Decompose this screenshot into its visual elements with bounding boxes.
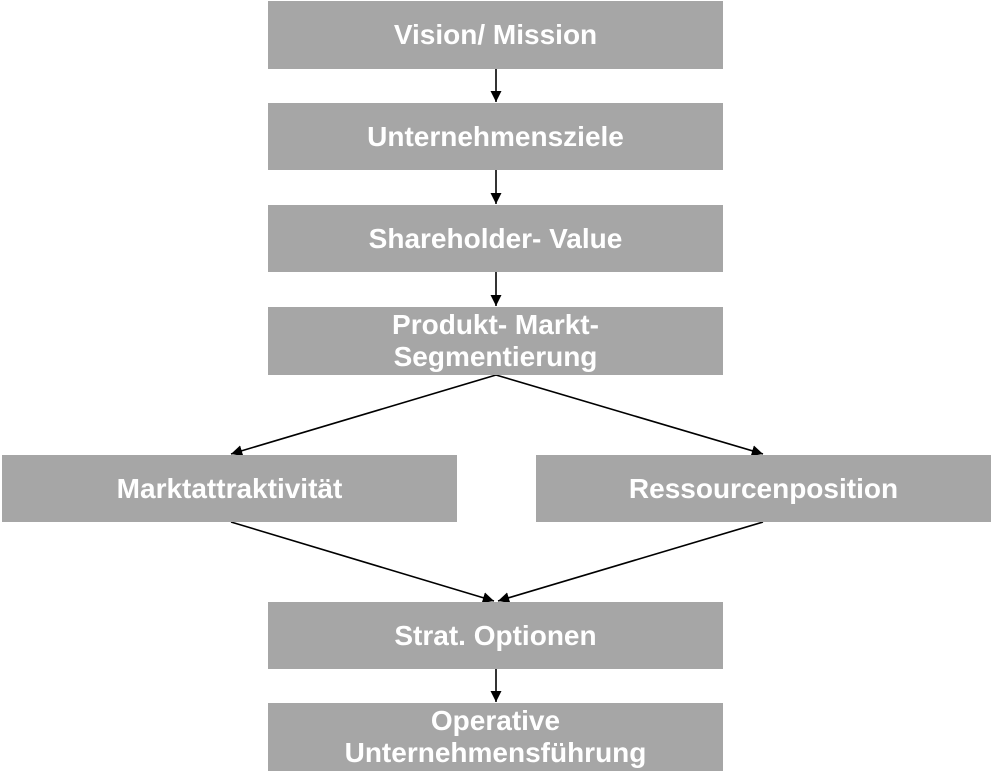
market-attractiveness-box: Marktattraktivität (2, 455, 457, 522)
arrow-market-to-options (230, 521, 495, 604)
strategic-options-label: Strat. Optionen (394, 619, 597, 651)
resource-position-label: Ressourcenposition (628, 472, 899, 504)
product-market-segmentation-box: Produkt- Markt- Segmentierung (268, 307, 723, 375)
market-attractiveness-label: Marktattraktivität (116, 472, 343, 504)
vision-mission-box: Vision/ Mission (268, 1, 723, 69)
operative-management-box: Operative Unternehmensführung (268, 703, 723, 771)
shareholder-value-label: Shareholder- Value (368, 222, 623, 254)
resource-position-box: Ressourcenposition (536, 455, 991, 522)
arrow-segmentation-to-resources (495, 374, 764, 457)
product-market-segmentation-label: Produkt- Markt- Segmentierung (392, 309, 599, 372)
shareholder-value-box: Shareholder- Value (268, 205, 723, 272)
operative-management-label: Operative Unternehmensführung (344, 705, 647, 768)
company-goals-box: Unternehmensziele (268, 103, 723, 170)
company-goals-label: Unternehmensziele (367, 120, 624, 152)
strategic-options-box: Strat. Optionen (268, 602, 723, 669)
arrow-segmentation-to-market (230, 374, 497, 457)
arrow-resources-to-options (497, 521, 764, 604)
vision-mission-label: Vision/ Mission (393, 19, 598, 50)
